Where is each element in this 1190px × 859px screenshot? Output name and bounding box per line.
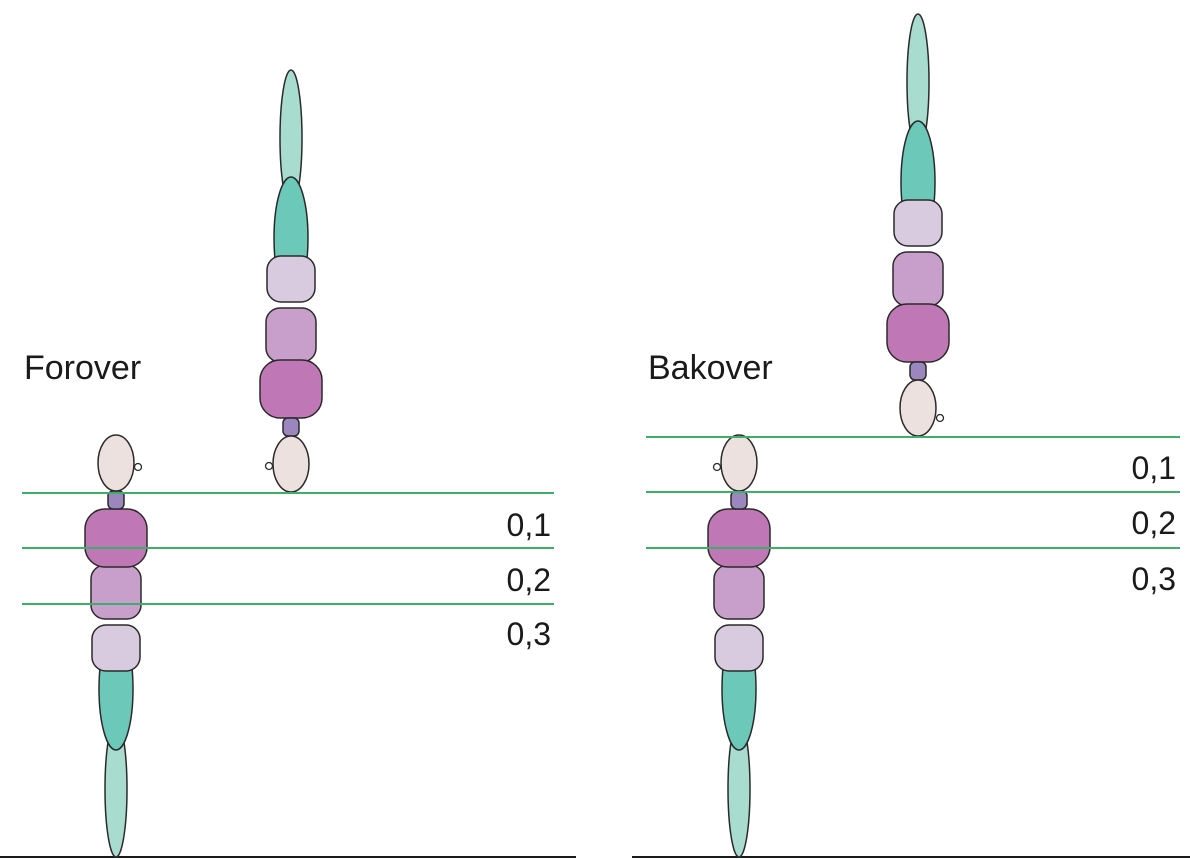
standing-figure [707, 434, 771, 858]
nose-marker [264, 461, 274, 471]
nose-marker [133, 462, 143, 472]
level-label-2: 0,2 [507, 562, 551, 598]
level-label-1: 0,1 [1132, 450, 1176, 486]
inverted-figure [886, 13, 950, 437]
level-label-3: 0,3 [507, 616, 551, 652]
level-label-3: 0,3 [1132, 561, 1176, 597]
panel-title: Forover [24, 349, 141, 387]
panel-bakover: Bakover 0,1 0,2 0,3 [632, 13, 1190, 858]
level-label-2: 0,2 [1132, 505, 1176, 541]
panel-forover: Forover 0,1 0,2 0,3 [0, 69, 576, 858]
standing-figure [84, 434, 148, 858]
inverted-figure [259, 69, 323, 493]
nose-marker [935, 413, 945, 423]
level-label-1: 0,1 [507, 507, 551, 543]
nose-marker [712, 462, 722, 472]
panel-title: Bakover [648, 349, 773, 387]
